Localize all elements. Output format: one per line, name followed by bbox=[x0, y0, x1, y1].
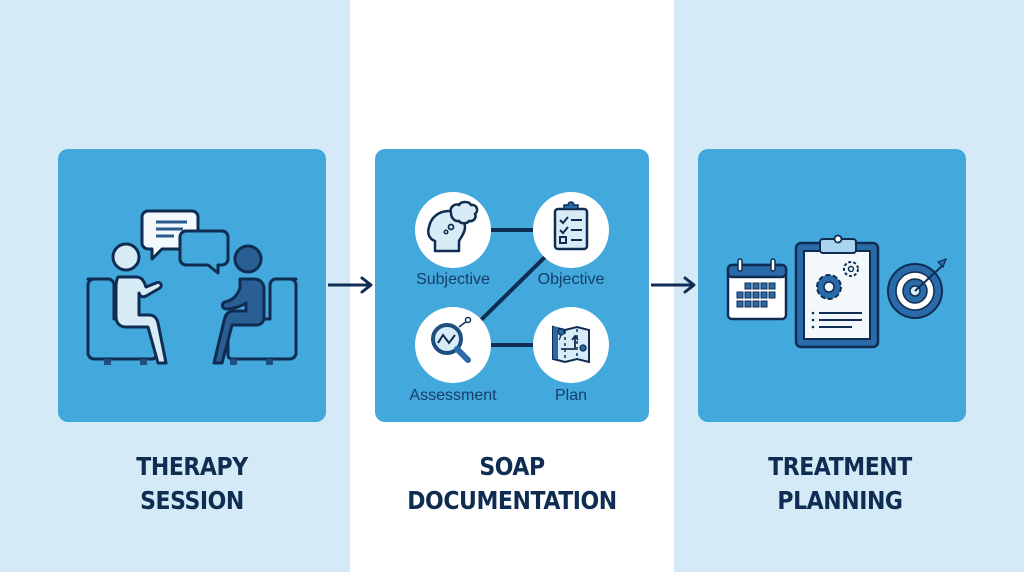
assessment-node bbox=[415, 307, 491, 383]
head-thought-icon bbox=[427, 200, 479, 253]
assessment-label: Assessment bbox=[409, 387, 497, 404]
title-line: SOAP bbox=[479, 452, 545, 481]
map-route-icon bbox=[552, 325, 590, 364]
objective-label: Objective bbox=[537, 271, 605, 288]
title-line: SESSION bbox=[140, 486, 244, 515]
arrow-right-icon bbox=[651, 276, 696, 294]
subjective-node bbox=[415, 192, 491, 268]
arrow-right-icon bbox=[328, 276, 373, 294]
clipboard-checklist-icon bbox=[553, 201, 589, 251]
plan-label: Plan bbox=[554, 387, 588, 404]
therapy-session-title: THERAPY SESSION bbox=[60, 450, 324, 518]
title-line: PLANNING bbox=[777, 486, 903, 515]
title-line: THERAPY bbox=[136, 452, 248, 481]
therapist-icon bbox=[111, 242, 168, 365]
subjective-label: Subjective bbox=[416, 271, 490, 288]
treatment-planning-title: TREATMENT PLANNING bbox=[708, 450, 972, 518]
soap-documentation-card: Subjective Objective Assessment Plan bbox=[375, 149, 649, 422]
treatment-planning-card bbox=[698, 149, 966, 422]
therapy-session-card bbox=[58, 149, 326, 422]
calendar-icon bbox=[726, 258, 788, 321]
objective-node bbox=[533, 192, 609, 268]
client-icon bbox=[212, 244, 266, 365]
magnifier-chart-icon bbox=[431, 316, 472, 363]
soap-documentation-title: SOAP DOCUMENTATION bbox=[380, 450, 644, 518]
title-line: TREATMENT bbox=[768, 452, 912, 481]
speech-bubble-icon bbox=[178, 229, 230, 275]
title-line: DOCUMENTATION bbox=[407, 486, 617, 515]
connector-line bbox=[478, 255, 547, 323]
target-arrow-icon bbox=[887, 257, 948, 319]
plan-node bbox=[533, 307, 609, 383]
clipboard-gears-icon bbox=[794, 234, 880, 349]
